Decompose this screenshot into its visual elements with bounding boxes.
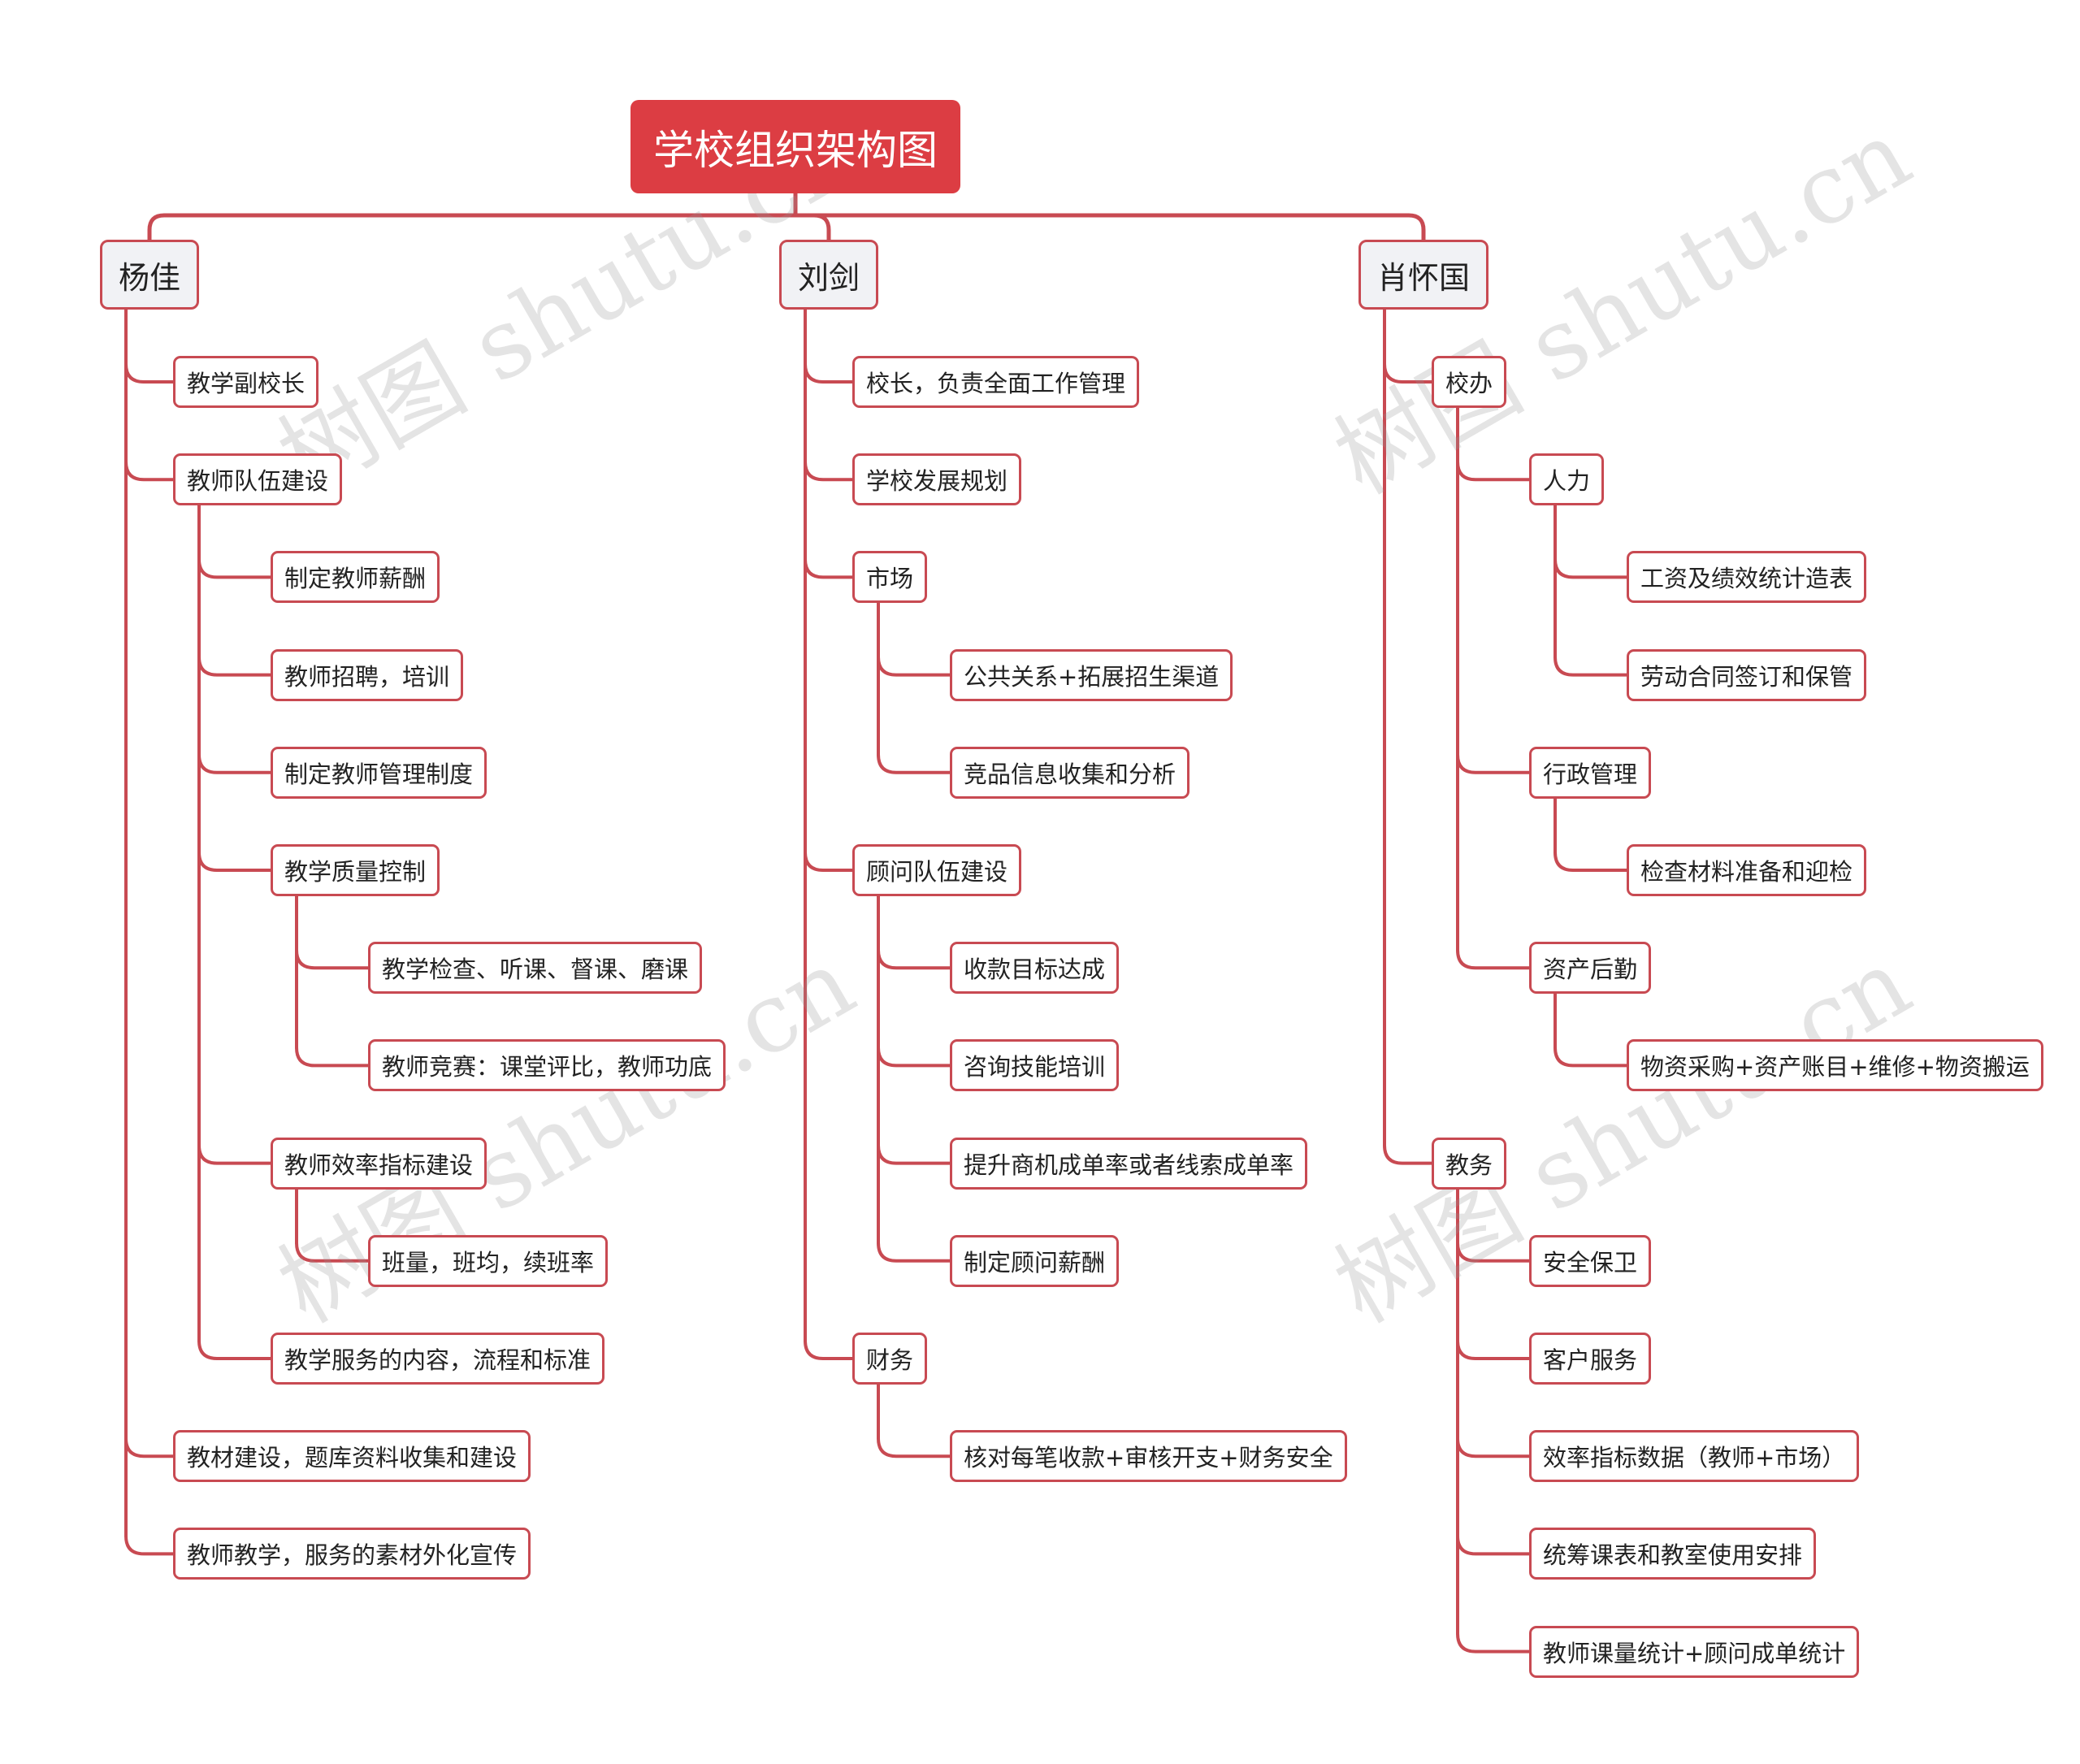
topic-制定顾问薪酬[interactable]: 制定顾问薪酬 — [950, 1234, 1120, 1287]
connector — [197, 1143, 272, 1165]
topic-教务[interactable]: 教务 — [1432, 1137, 1507, 1190]
topic-班量-班均-续班率[interactable]: 班量，班均，续班率 — [368, 1234, 609, 1287]
connector — [877, 1241, 951, 1263]
topic-校长-负责全面工作管理[interactable]: 校长，负责全面工作管理 — [852, 356, 1140, 408]
connector — [124, 1437, 175, 1458]
topic-教学副校长[interactable]: 教学副校长 — [173, 356, 319, 408]
connector — [804, 460, 854, 482]
connector — [124, 362, 175, 384]
connector — [804, 557, 854, 579]
topic-教师招聘-培训[interactable]: 教师招聘，培训 — [271, 648, 464, 701]
connector — [197, 557, 272, 579]
connector — [295, 948, 370, 970]
topic-工资及绩效统计造表[interactable]: 工资及绩效统计造表 — [1627, 551, 1867, 604]
topic-学校发展规划[interactable]: 学校发展规划 — [852, 453, 1022, 506]
connector — [793, 213, 1426, 242]
topic-咨询技能培训[interactable]: 咨询技能培训 — [950, 1039, 1120, 1092]
topic-制定教师薪酬[interactable]: 制定教师薪酬 — [271, 551, 440, 604]
connector — [1456, 1339, 1531, 1360]
connector — [1456, 1241, 1531, 1263]
connector — [295, 1241, 370, 1263]
connector — [1456, 1437, 1531, 1458]
connector — [1456, 460, 1531, 482]
topic-人力[interactable]: 人力 — [1529, 453, 1605, 506]
branch-杨佳[interactable]: 杨佳 — [100, 240, 200, 310]
connector — [1383, 362, 1433, 384]
topic-教师教学-服务的素材外化宣传[interactable]: 教师教学，服务的素材外化宣传 — [173, 1528, 531, 1580]
connector — [877, 752, 951, 774]
connector — [147, 213, 798, 242]
connector — [1554, 851, 1628, 872]
branch-刘剑[interactable]: 刘剑 — [779, 240, 879, 310]
topic-客户服务[interactable]: 客户服务 — [1529, 1333, 1652, 1385]
topic-财务[interactable]: 财务 — [852, 1333, 928, 1385]
connector — [1456, 1632, 1531, 1653]
connector — [1554, 655, 1628, 677]
connector — [1554, 1046, 1628, 1068]
connector — [1383, 1143, 1433, 1165]
topic-资产后勤[interactable]: 资产后勤 — [1529, 942, 1652, 995]
connector — [197, 851, 272, 872]
topic-教师队伍建设[interactable]: 教师队伍建设 — [173, 453, 343, 506]
topic-校办[interactable]: 校办 — [1432, 356, 1507, 408]
connector — [793, 213, 831, 242]
connector — [877, 1437, 951, 1458]
connector — [877, 1046, 951, 1068]
connector — [877, 655, 951, 677]
topic-教师竞赛-课堂评比-教师功底[interactable]: 教师竞赛：课堂评比，教师功底 — [368, 1039, 726, 1092]
topic-安全保卫[interactable]: 安全保卫 — [1529, 1234, 1652, 1287]
topic-教师效率指标建设[interactable]: 教师效率指标建设 — [271, 1137, 488, 1190]
topic-教学检查-听课-督课-磨课[interactable]: 教学检查、听课、督课、磨课 — [368, 942, 703, 995]
topic-公共关系-拓展招生渠道[interactable]: 公共关系+拓展招生渠道 — [950, 648, 1233, 701]
connector — [804, 851, 854, 872]
connector — [1456, 1534, 1531, 1556]
topic-效率指标数据-教师-市场-[interactable]: 效率指标数据（教师+市场） — [1529, 1430, 1860, 1483]
connector — [1456, 948, 1531, 970]
topic-劳动合同签订和保管[interactable]: 劳动合同签订和保管 — [1627, 648, 1867, 701]
connector — [877, 948, 951, 970]
topic-统筹课表和教室使用安排[interactable]: 统筹课表和教室使用安排 — [1529, 1528, 1817, 1580]
connector — [197, 655, 272, 677]
root-title: 学校组织架构图 — [630, 100, 960, 193]
connector — [295, 1046, 370, 1068]
topic-教材建设-题库资料收集和建设[interactable]: 教材建设，题库资料收集和建设 — [173, 1430, 531, 1483]
connector — [877, 1143, 951, 1165]
topic-教学质量控制[interactable]: 教学质量控制 — [271, 844, 440, 896]
connector — [124, 1534, 175, 1556]
branch-肖怀国[interactable]: 肖怀国 — [1358, 240, 1489, 310]
connector — [1456, 752, 1531, 774]
topic-提升商机成单率或者线索成单率[interactable]: 提升商机成单率或者线索成单率 — [950, 1137, 1308, 1190]
topic-教师课量统计-顾问成单统计[interactable]: 教师课量统计+顾问成单统计 — [1529, 1625, 1860, 1678]
connector — [197, 1339, 272, 1360]
connector — [804, 1339, 854, 1360]
connector — [804, 362, 854, 384]
topic-制定教师管理制度[interactable]: 制定教师管理制度 — [271, 746, 488, 799]
topic-核对每笔收款-审核开支-财务安全[interactable]: 核对每笔收款+审核开支+财务安全 — [950, 1430, 1347, 1483]
topic-收款目标达成[interactable]: 收款目标达成 — [950, 942, 1120, 995]
topic-市场[interactable]: 市场 — [852, 551, 928, 604]
topic-检查材料准备和迎检[interactable]: 检查材料准备和迎检 — [1627, 844, 1867, 896]
topic-行政管理[interactable]: 行政管理 — [1529, 746, 1652, 799]
topic-竞品信息收集和分析[interactable]: 竞品信息收集和分析 — [950, 746, 1190, 799]
connector — [197, 752, 272, 774]
topic-教学服务的内容-流程和标准[interactable]: 教学服务的内容，流程和标准 — [271, 1333, 605, 1385]
topic-顾问队伍建设[interactable]: 顾问队伍建设 — [852, 844, 1022, 896]
connector — [1554, 557, 1628, 579]
topic-物资采购-资产账目-维修-物资搬运[interactable]: 物资采购+资产账目+维修+物资搬运 — [1627, 1039, 2043, 1092]
connector — [124, 460, 175, 482]
